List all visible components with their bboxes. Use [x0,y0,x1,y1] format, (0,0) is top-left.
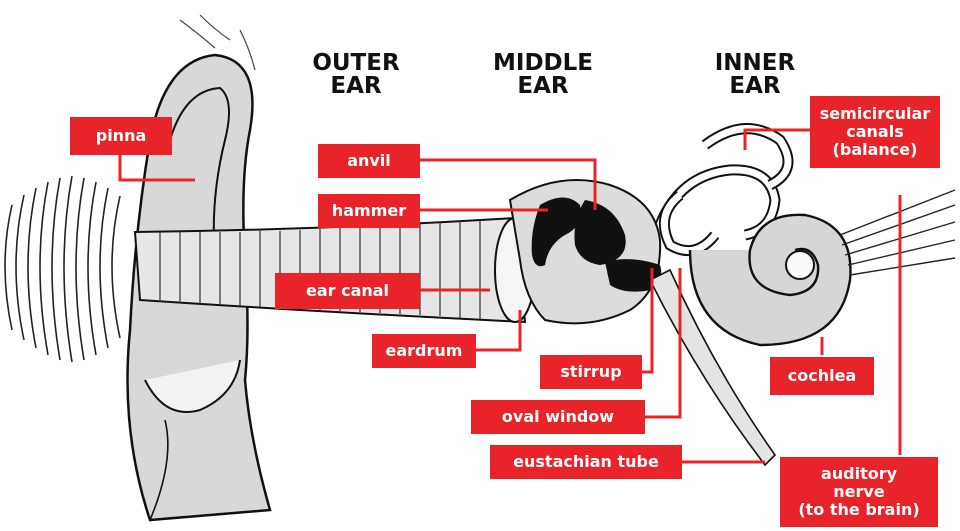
label-stirrup: stirrup [540,355,642,389]
label-semicircular-canals: semicircular canals (balance) [810,96,940,168]
label-hammer: hammer [318,194,420,228]
heading-outer-ear: OUTER EAR [306,52,406,98]
heading-inner-ear: INNER EAR [700,52,810,98]
label-cochlea: cochlea [770,357,874,395]
label-eustachian-tube: eustachian tube [490,445,682,479]
label-auditory-nerve: auditory nerve (to the brain) [780,457,938,527]
label-oval-window: oval window [471,400,645,434]
label-ear-canal: ear canal [275,273,420,309]
label-eardrum: eardrum [372,334,476,368]
sound-waves [5,176,120,362]
label-pinna: pinna [70,117,172,155]
label-anvil: anvil [318,144,420,178]
heading-middle-ear: MIDDLE EAR [478,52,608,98]
